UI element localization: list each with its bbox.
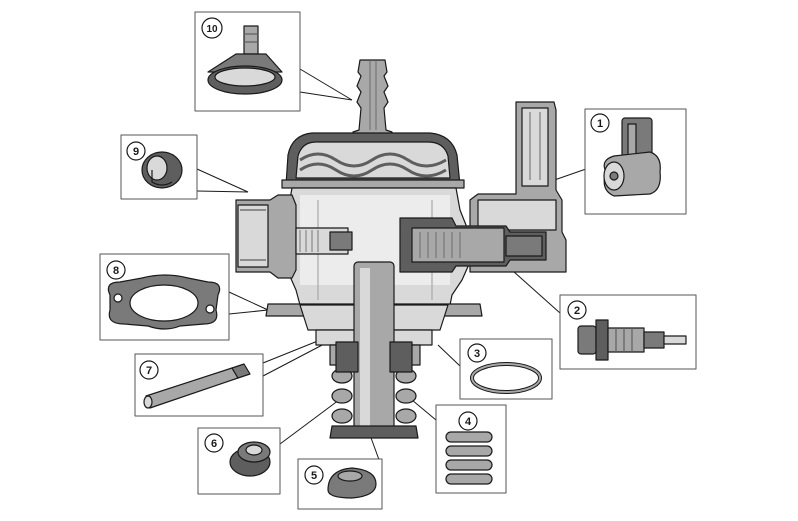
callout-number: 1 [597,118,603,130]
spring-seat-part [327,467,377,499]
callout-number: 8 [113,265,119,277]
callout-3: 3 [467,343,487,363]
o-ring-part [470,362,542,394]
inlet-fitting [352,59,393,146]
callout-1: 1 [590,113,610,133]
callout-10: 10 [201,17,223,39]
callout-7: 7 [139,360,159,380]
callout-4: 4 [458,411,478,431]
callout-2: 2 [567,300,587,320]
callout-number: 2 [574,305,580,317]
callout-number: 3 [474,348,480,360]
callout-8: 8 [106,260,126,280]
spring-part [445,431,493,485]
callout-6: 6 [204,433,224,453]
main-pump-assembly [235,59,567,439]
plunger-seal-part [229,441,271,477]
gasket-part [107,274,221,330]
callout-9: 9 [126,141,146,161]
callout-number: 10 [206,24,218,35]
callout-number: 5 [311,470,317,482]
seal-ring-part [141,151,183,189]
callout-number: 4 [465,416,472,428]
spring-seat [329,425,419,439]
damper-cap-part [207,25,283,95]
callout-number: 6 [211,438,217,450]
plunger-rod-part [143,363,251,409]
callout-number: 9 [133,146,139,158]
solenoid-part [603,117,661,197]
callout-5: 5 [304,465,324,485]
callout-number: 7 [146,365,152,377]
pressure-sensor-part [577,319,687,361]
